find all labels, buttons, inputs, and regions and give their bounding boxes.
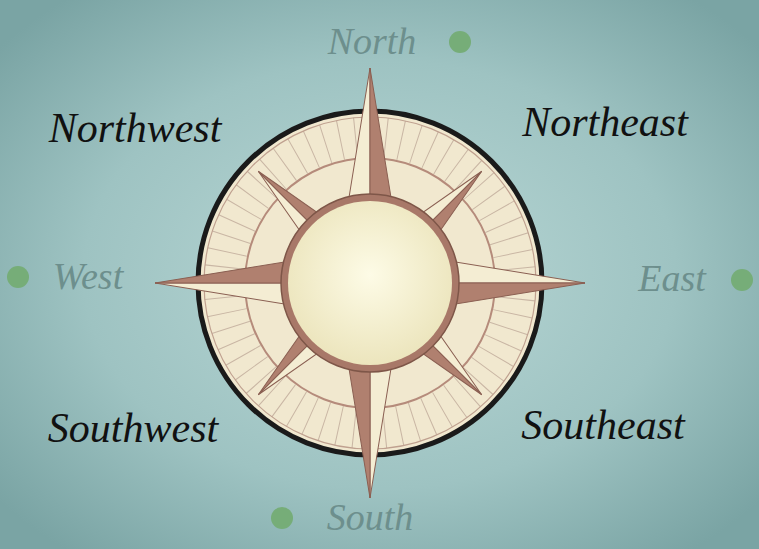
marker-dot — [731, 269, 753, 291]
cardinal-label: West — [53, 256, 123, 298]
direction-label: Northwest — [49, 105, 222, 151]
cardinal-label: East — [638, 258, 706, 300]
center-disc — [288, 201, 452, 365]
direction-label: Southeast — [521, 402, 684, 448]
direction-label: Southwest — [48, 405, 218, 451]
marker-dot — [449, 31, 471, 53]
marker-dot — [7, 266, 29, 288]
center-ring — [281, 194, 459, 372]
cardinal-label: South — [327, 497, 414, 539]
marker-dot — [271, 507, 293, 529]
cardinal-label: North — [328, 21, 417, 63]
direction-label: Northeast — [522, 99, 688, 145]
